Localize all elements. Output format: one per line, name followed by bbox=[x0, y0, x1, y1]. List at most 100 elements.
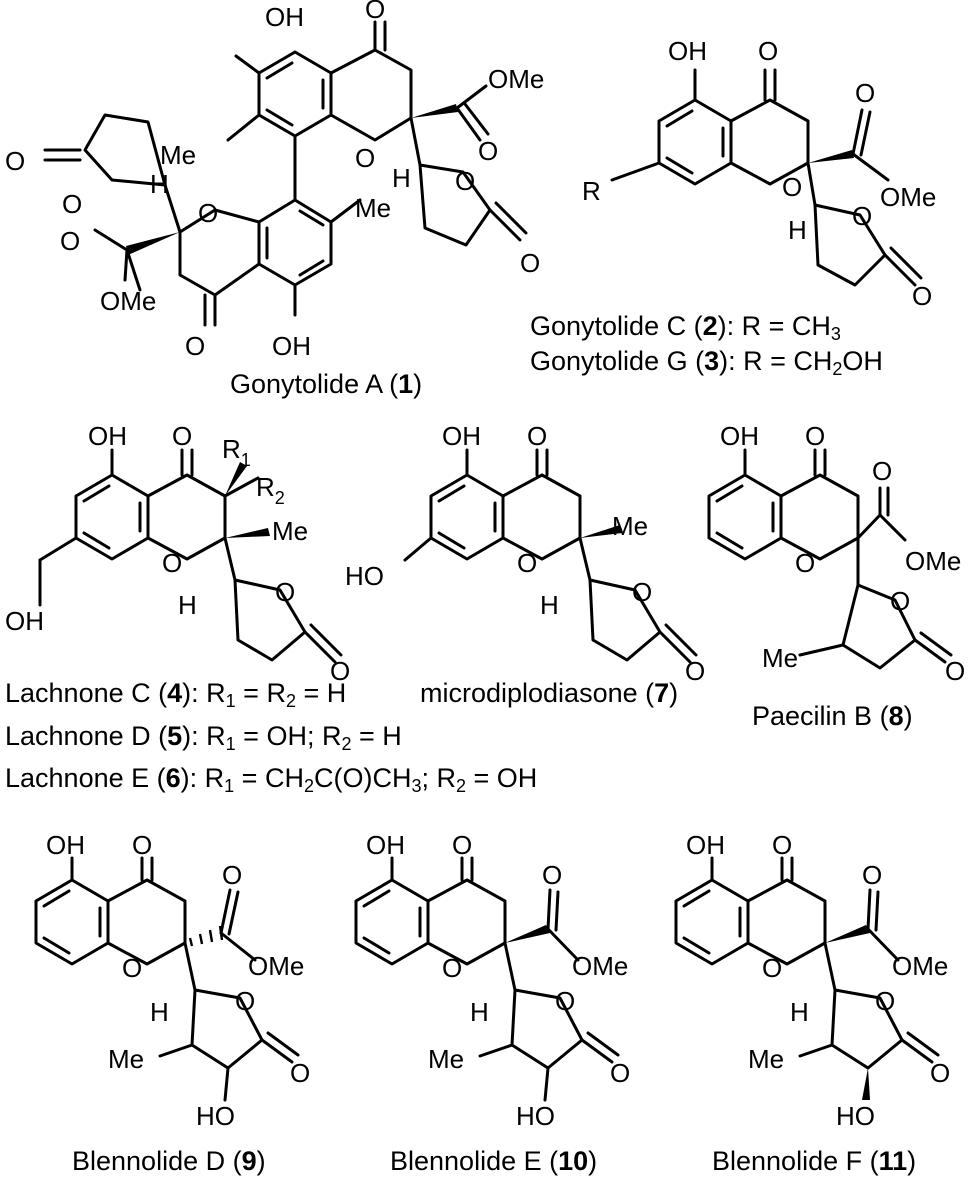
atom-o: O bbox=[172, 421, 192, 451]
compound-name: Lachnone C bbox=[5, 678, 151, 708]
atom-o: O bbox=[862, 860, 882, 890]
atom-o: O bbox=[235, 986, 255, 1016]
atom-ho: HO bbox=[345, 561, 384, 591]
structure-blennolide-e: OH O O OMe O H O Me O HO bbox=[354, 830, 630, 1131]
subscript: 3 bbox=[411, 776, 422, 796]
r-text: R bbox=[206, 678, 226, 708]
r1-subscript: 1 bbox=[225, 734, 236, 754]
atom-o: O bbox=[912, 281, 932, 311]
atom-h: H bbox=[150, 169, 169, 199]
compound-number: 8 bbox=[888, 701, 904, 731]
r-value: CH bbox=[791, 311, 831, 341]
atom-me: Me bbox=[355, 193, 391, 223]
structure-lachnone: OH O R1 R2 Me O H O O OH bbox=[5, 421, 350, 686]
atom-me: Me bbox=[108, 1044, 144, 1074]
atom-oh: OH bbox=[46, 830, 85, 860]
atom-o: O bbox=[275, 577, 295, 607]
atom-o: O bbox=[852, 201, 872, 231]
atom-o: O bbox=[162, 548, 182, 578]
atom-r1: R1 bbox=[222, 434, 251, 470]
compound-number: 4 bbox=[167, 678, 183, 708]
compound-number: 10 bbox=[558, 1146, 589, 1176]
compound-number: 6 bbox=[165, 763, 181, 793]
atom-o: O bbox=[5, 146, 25, 176]
atom-ho: HO bbox=[516, 1101, 555, 1131]
r2-subscript: 2 bbox=[455, 776, 466, 796]
atom-me: Me bbox=[748, 1044, 784, 1074]
compound-number: 2 bbox=[702, 311, 718, 341]
atom-me: Me bbox=[762, 643, 798, 673]
compound-number: 11 bbox=[878, 1146, 908, 1176]
atom-o: O bbox=[685, 656, 705, 686]
structure-blennolide-f: OH O O OMe O H O Me O HO bbox=[674, 830, 950, 1131]
atom-me: Me bbox=[612, 511, 648, 541]
atom-h: H bbox=[392, 163, 411, 193]
atom-o: O bbox=[60, 226, 80, 256]
atom-o: O bbox=[478, 136, 498, 166]
atom-o: O bbox=[555, 986, 575, 1016]
structure-gonytolide-c-g: OH O O R O OMe H O O bbox=[582, 36, 936, 311]
atom-oh: OH bbox=[265, 2, 304, 32]
atom-oh: OH bbox=[272, 331, 311, 361]
atom-oh: OH bbox=[442, 421, 481, 451]
atom-o: O bbox=[365, 0, 385, 24]
atom-me: Me bbox=[272, 516, 308, 546]
structure-gonytolide-a: OH O OMe O Me O H O O Me O O H O O OMe O… bbox=[5, 0, 544, 361]
atom-o: O bbox=[632, 577, 652, 607]
caption-gonytolide-c: Gonytolide C (2): R = CH3 bbox=[530, 311, 841, 344]
compound-number: 7 bbox=[654, 678, 670, 708]
r-label: R bbox=[743, 346, 763, 376]
compound-name: microdiplodiasone bbox=[420, 678, 638, 708]
caption-gonytolide-g: Gonytolide G (3): R = CH2OH bbox=[530, 346, 883, 379]
atom-ome: OMe bbox=[248, 951, 304, 981]
atom-h: H bbox=[540, 590, 559, 620]
caption-lachnone-c: Lachnone C (4): R1 = R2 = H bbox=[5, 678, 347, 711]
caption-blennolide-e: Blennolide E (10) bbox=[390, 1146, 598, 1176]
atom-o: O bbox=[795, 548, 815, 578]
compound-name: Blennolide F bbox=[712, 1146, 863, 1176]
atom-o: O bbox=[122, 953, 142, 983]
atom-ome: OMe bbox=[880, 182, 936, 212]
equals-text: = R bbox=[235, 678, 286, 708]
atom-ome: OMe bbox=[488, 64, 544, 94]
atom-me: Me bbox=[428, 1044, 464, 1074]
atom-o: O bbox=[762, 953, 782, 983]
atom-o: O bbox=[805, 421, 825, 451]
atom-h: H bbox=[150, 997, 169, 1027]
compound-number: 1 bbox=[398, 369, 414, 399]
r-subscript: 2 bbox=[832, 359, 843, 379]
compound-number: 3 bbox=[704, 346, 720, 376]
atom-oh: OH bbox=[686, 830, 725, 860]
atom-oh: OH bbox=[88, 421, 127, 451]
compound-name: Lachnone E bbox=[5, 763, 150, 793]
structure-microdiplodiasone: OH O Me HO O H O O bbox=[345, 421, 705, 686]
atom-o: O bbox=[355, 143, 375, 173]
structure-blennolide-d: OH O O OMe O H O Me O HO bbox=[34, 830, 310, 1131]
atom-ome: OMe bbox=[905, 546, 961, 576]
atom-o: O bbox=[517, 548, 537, 578]
atom-o: O bbox=[452, 830, 472, 860]
compound-number: 5 bbox=[167, 721, 183, 751]
r-text: R bbox=[206, 721, 226, 751]
equals-text: = OH; R bbox=[235, 721, 342, 751]
formula-text: ; R bbox=[421, 763, 456, 793]
tail-text: = H bbox=[351, 721, 402, 751]
atom-oh: OH bbox=[366, 830, 405, 860]
formula-text: C(O)CH bbox=[313, 763, 412, 793]
atom-o: O bbox=[520, 248, 540, 278]
r-text: R bbox=[204, 763, 225, 793]
r-subscript: 3 bbox=[830, 324, 841, 344]
atom-r: R bbox=[582, 176, 601, 206]
r1-subscript: 1 bbox=[224, 776, 235, 796]
atom-o: O bbox=[930, 1058, 950, 1088]
atom-o: O bbox=[62, 189, 82, 219]
caption-gonytolide-a: Gonytolide A (1) bbox=[230, 369, 423, 399]
atom-ome: OMe bbox=[572, 951, 628, 981]
r2-subscript: 2 bbox=[341, 734, 352, 754]
atom-o: O bbox=[875, 986, 895, 1016]
compound-name: Paecilin B bbox=[752, 701, 873, 731]
atom-o: O bbox=[772, 830, 792, 860]
atom-h: H bbox=[470, 997, 489, 1027]
atom-h: H bbox=[178, 590, 197, 620]
